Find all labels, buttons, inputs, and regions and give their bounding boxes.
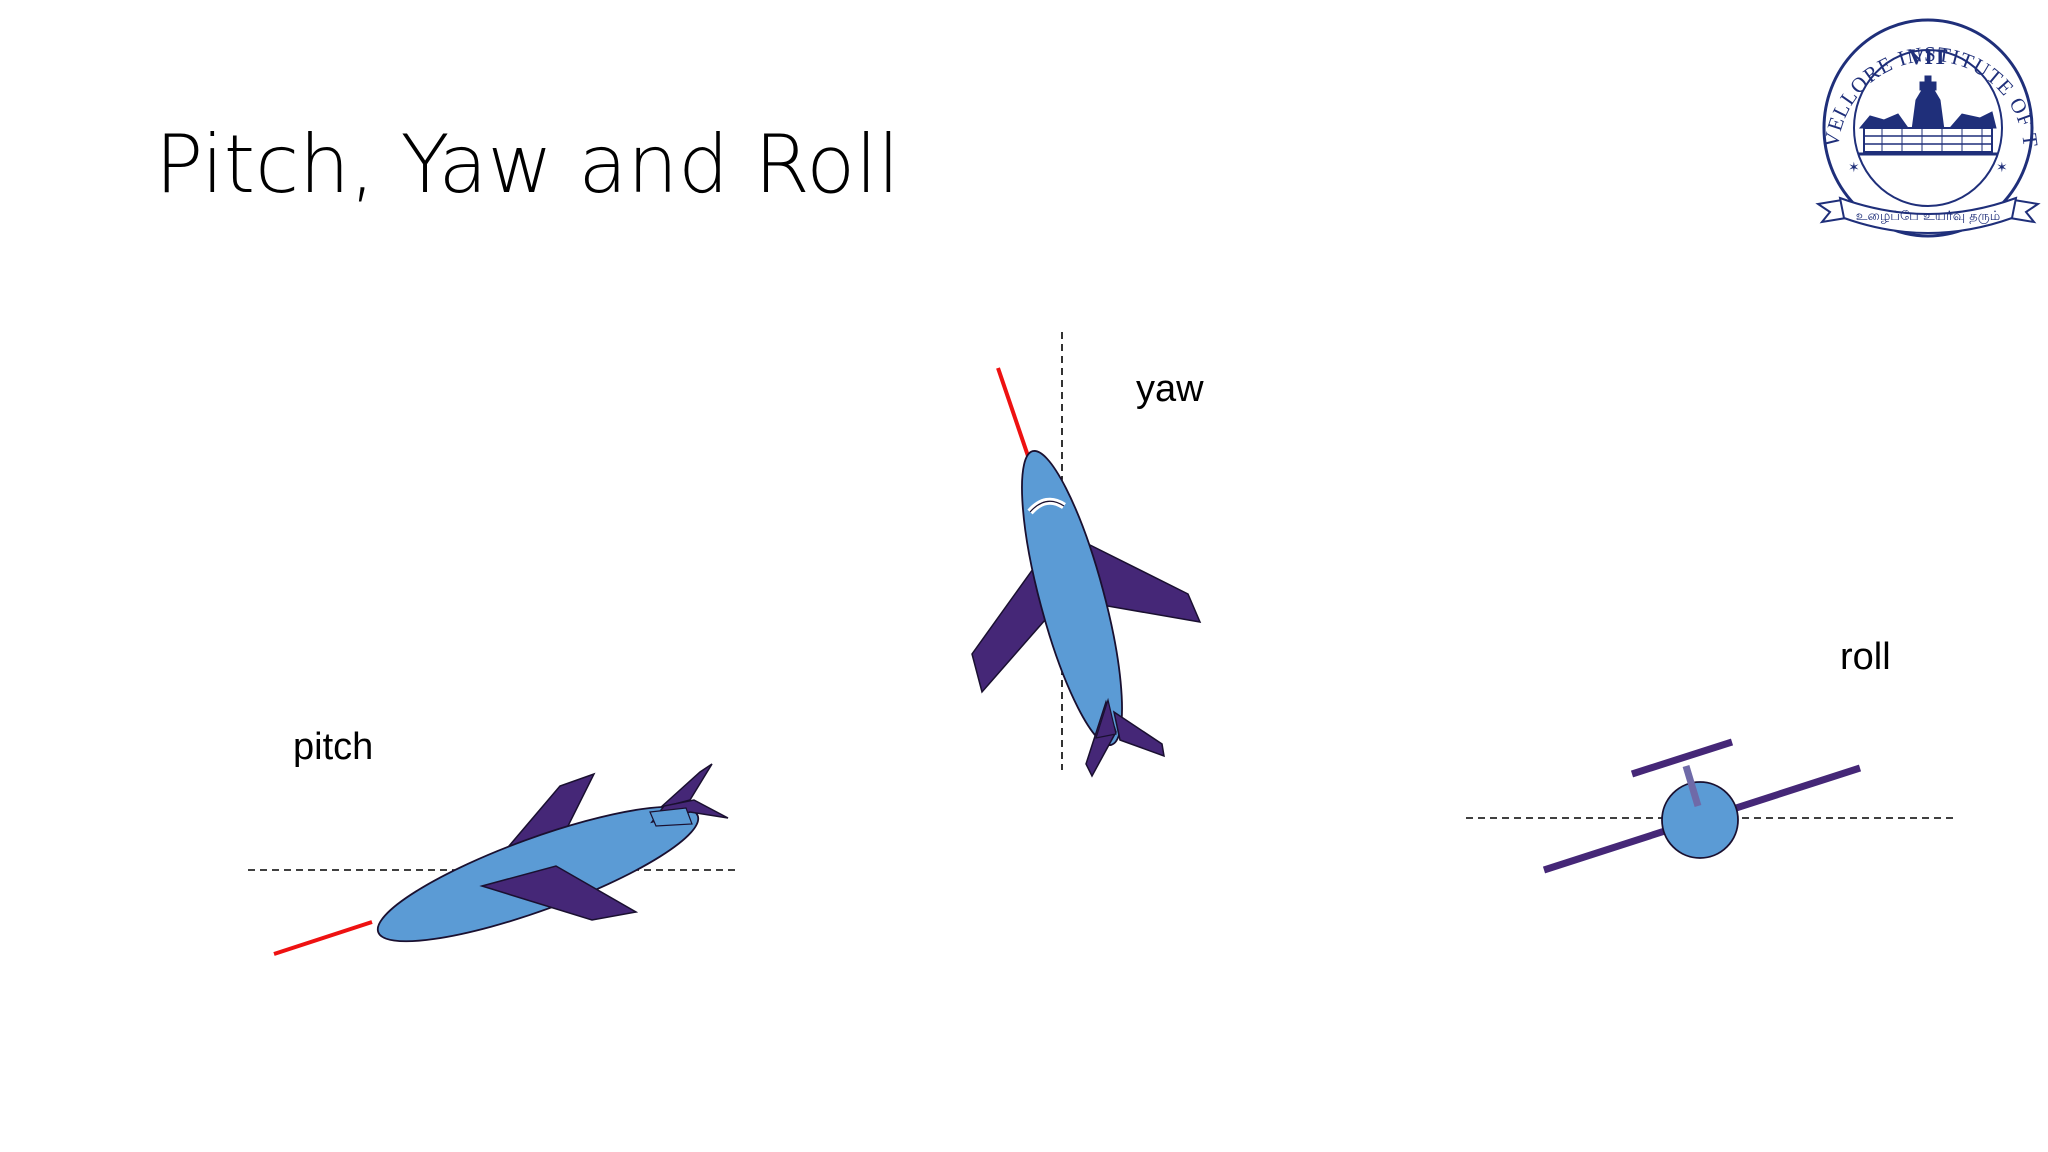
roll-label: roll: [1840, 636, 1891, 678]
roll-tail-bar: [1630, 738, 1734, 778]
roll-fuselage-circle: [1661, 781, 1739, 859]
pitch-near-wing: [479, 865, 639, 921]
yaw-group: [971, 332, 1202, 778]
yaw-cockpit-outline: [1029, 500, 1065, 513]
pitch-group: [248, 763, 738, 956]
pitch-label: pitch: [293, 726, 374, 768]
svg-text:✶: ✶: [1996, 159, 2008, 175]
yaw-tail-right: [1112, 710, 1165, 758]
svg-text:✶: ✶: [1848, 159, 1860, 175]
pitch-axis-line: [273, 920, 373, 956]
roll-group: [1466, 738, 1954, 874]
slide-title: Pitch, Yaw and Roll: [155, 118, 900, 211]
vit-logo: VELLORE INSTITUTE OF TECHNOLOGY VIT ✶ ✶: [1812, 4, 2042, 238]
yaw-tail-center: [1095, 697, 1117, 739]
roll-tail-fin: [1682, 764, 1702, 808]
logo-motto: உழைப்பே உயர்வு தரும்: [1856, 209, 2001, 224]
logo-ribbon: உழைப்பே உயர்வு தரும்: [1815, 196, 2041, 234]
yaw-axis-line: [996, 367, 1030, 457]
logo-center-text: VIT: [1908, 44, 1947, 69]
yaw-label: yaw: [1136, 368, 1204, 410]
temple-illustration: ✶ ✶: [1848, 75, 2008, 175]
pitch-tail-cap: [649, 807, 693, 827]
yaw-fuselage: [1021, 450, 1123, 746]
